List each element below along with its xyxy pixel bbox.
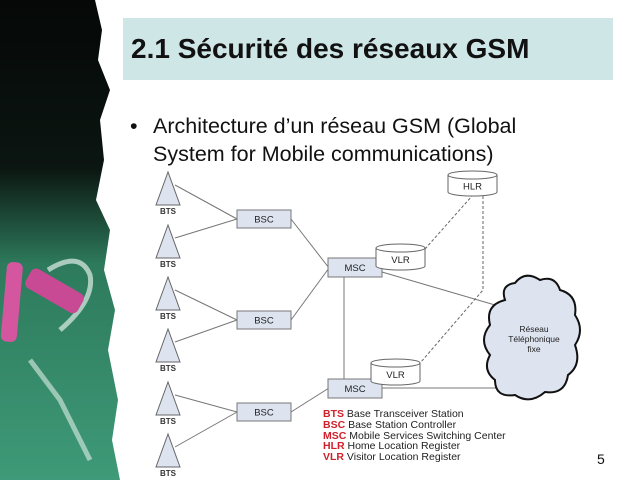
legend-abbr: HLR [323, 440, 345, 453]
bsc-box-label: BSC [254, 316, 274, 327]
bts-label: BTS [160, 312, 177, 321]
msc-box-label: MSC [344, 263, 365, 274]
legend-abbr: BSC [323, 418, 346, 431]
legend-item: VLR Visitor Location Register [323, 452, 506, 463]
hlr-database-icon-label: HLR [463, 182, 482, 193]
vlr-database-icon [370, 363, 421, 386]
bts-antenna-icon [155, 170, 181, 206]
bts-antenna-icon [155, 380, 181, 416]
bsc-box [236, 310, 292, 330]
bullet-marker: • [130, 114, 138, 138]
msc-box-label: MSC [344, 384, 365, 395]
link-line [174, 289, 238, 321]
legend-desc: Base Transceiver Station [344, 408, 464, 420]
link-line [290, 387, 330, 413]
legend-item: BSC Base Station Controller [323, 418, 506, 431]
bts-label: BTS [160, 207, 177, 216]
bts-label: BTS [160, 469, 177, 478]
legend-abbr: VLR [323, 451, 344, 464]
legend-item: MSC Mobile Services Switching Center [323, 429, 506, 442]
dashed-link [420, 196, 484, 363]
cloud-label: Téléphonique [508, 334, 560, 344]
hlr-database-icon-top [447, 170, 498, 180]
legend-item: HLR Home Location Register [323, 441, 506, 452]
dashed-link [424, 195, 473, 250]
vlr-database-icon-label: VLR [386, 370, 405, 381]
cloud-label: fixe [527, 344, 541, 354]
bts-antenna-icon [155, 223, 181, 259]
vlr-database-icon-label: VLR [391, 255, 410, 266]
link-line [290, 218, 330, 269]
legend-item: BTS Base Transceiver Station [323, 409, 506, 420]
hlr-database-icon [447, 175, 498, 197]
legend-desc: Base Station Controller [345, 418, 457, 431]
link-line [174, 319, 238, 343]
bsc-box-label: BSC [254, 215, 274, 226]
page-number: 5 [597, 451, 605, 467]
bts-antenna-icon [155, 432, 181, 468]
link-line [174, 394, 238, 413]
bts-label: BTS [160, 364, 177, 373]
slide-title: 2.1 Sécurité des réseaux GSM [123, 18, 613, 80]
bullet-text: Architecture d’un réseau GSM (Global Sys… [153, 114, 517, 166]
bts-antenna-icon [155, 327, 181, 363]
bts-label: BTS [160, 417, 177, 426]
bsc-box [236, 402, 292, 422]
vlr-database-icon-top [370, 358, 421, 368]
link-line [381, 271, 496, 306]
bsc-box [236, 209, 292, 229]
vlr-database-icon-top [375, 243, 426, 253]
cloud-label: Réseau [519, 324, 549, 334]
link-line [174, 218, 238, 239]
legend-desc: Visitor Location Register [344, 451, 461, 464]
chalkboard-decoration [0, 0, 120, 480]
vlr-database-icon [375, 248, 426, 271]
legend-desc: Home Location Register [344, 440, 461, 453]
bts-label: BTS [160, 260, 177, 269]
legend-abbr: BTS [323, 408, 344, 420]
bts-antenna-icon [155, 275, 181, 311]
link-line [290, 267, 330, 321]
legend-abbr: MSC [323, 429, 347, 442]
telephone-network-cloud-icon [483, 274, 581, 401]
bsc-box-label: BSC [254, 408, 274, 419]
msc-box [327, 378, 383, 399]
link-line [174, 184, 238, 220]
legend-desc: Mobile Services Switching Center [346, 429, 506, 442]
link-line [174, 411, 238, 448]
